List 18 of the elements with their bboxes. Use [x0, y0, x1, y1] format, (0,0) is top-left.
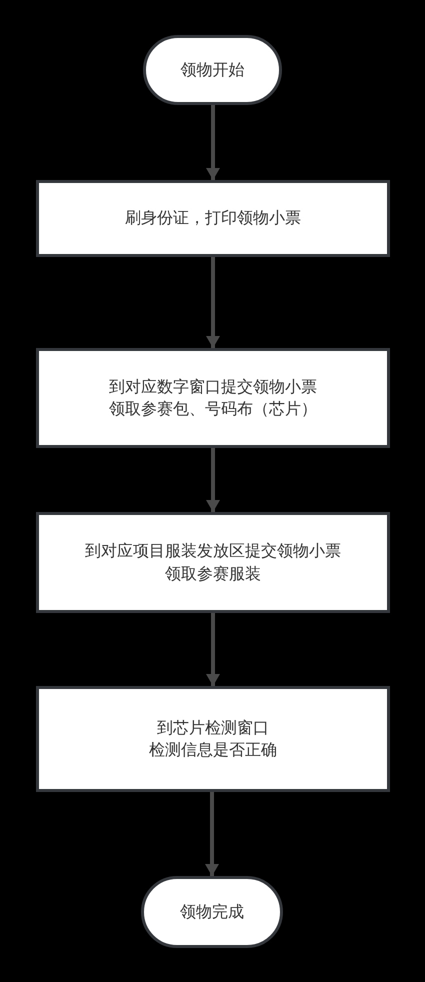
arrow	[206, 448, 220, 512]
arrow	[205, 792, 219, 876]
process-box	[36, 348, 390, 448]
arrow	[206, 257, 220, 348]
step-text: 领取参赛包、号码布（芯片）	[109, 398, 317, 420]
step-text: 检测信息是否正确	[149, 739, 277, 761]
process-box	[36, 512, 390, 613]
arrow	[206, 613, 220, 686]
step-text: 到对应项目服装发放区提交领物小票	[85, 540, 341, 562]
process-box	[36, 180, 390, 257]
step-text: 到对应数字窗口提交领物小票	[109, 376, 317, 398]
step-text: 刷身份证，打印领物小票	[125, 207, 301, 230]
terminal-label: 领物完成	[180, 900, 244, 923]
step-text: 领取参赛服装	[165, 562, 261, 584]
process-box	[36, 686, 390, 792]
step-text: 到芯片检测窗口	[157, 716, 269, 739]
terminal-label: 领物开始	[180, 58, 244, 81]
arrow	[206, 105, 220, 180]
